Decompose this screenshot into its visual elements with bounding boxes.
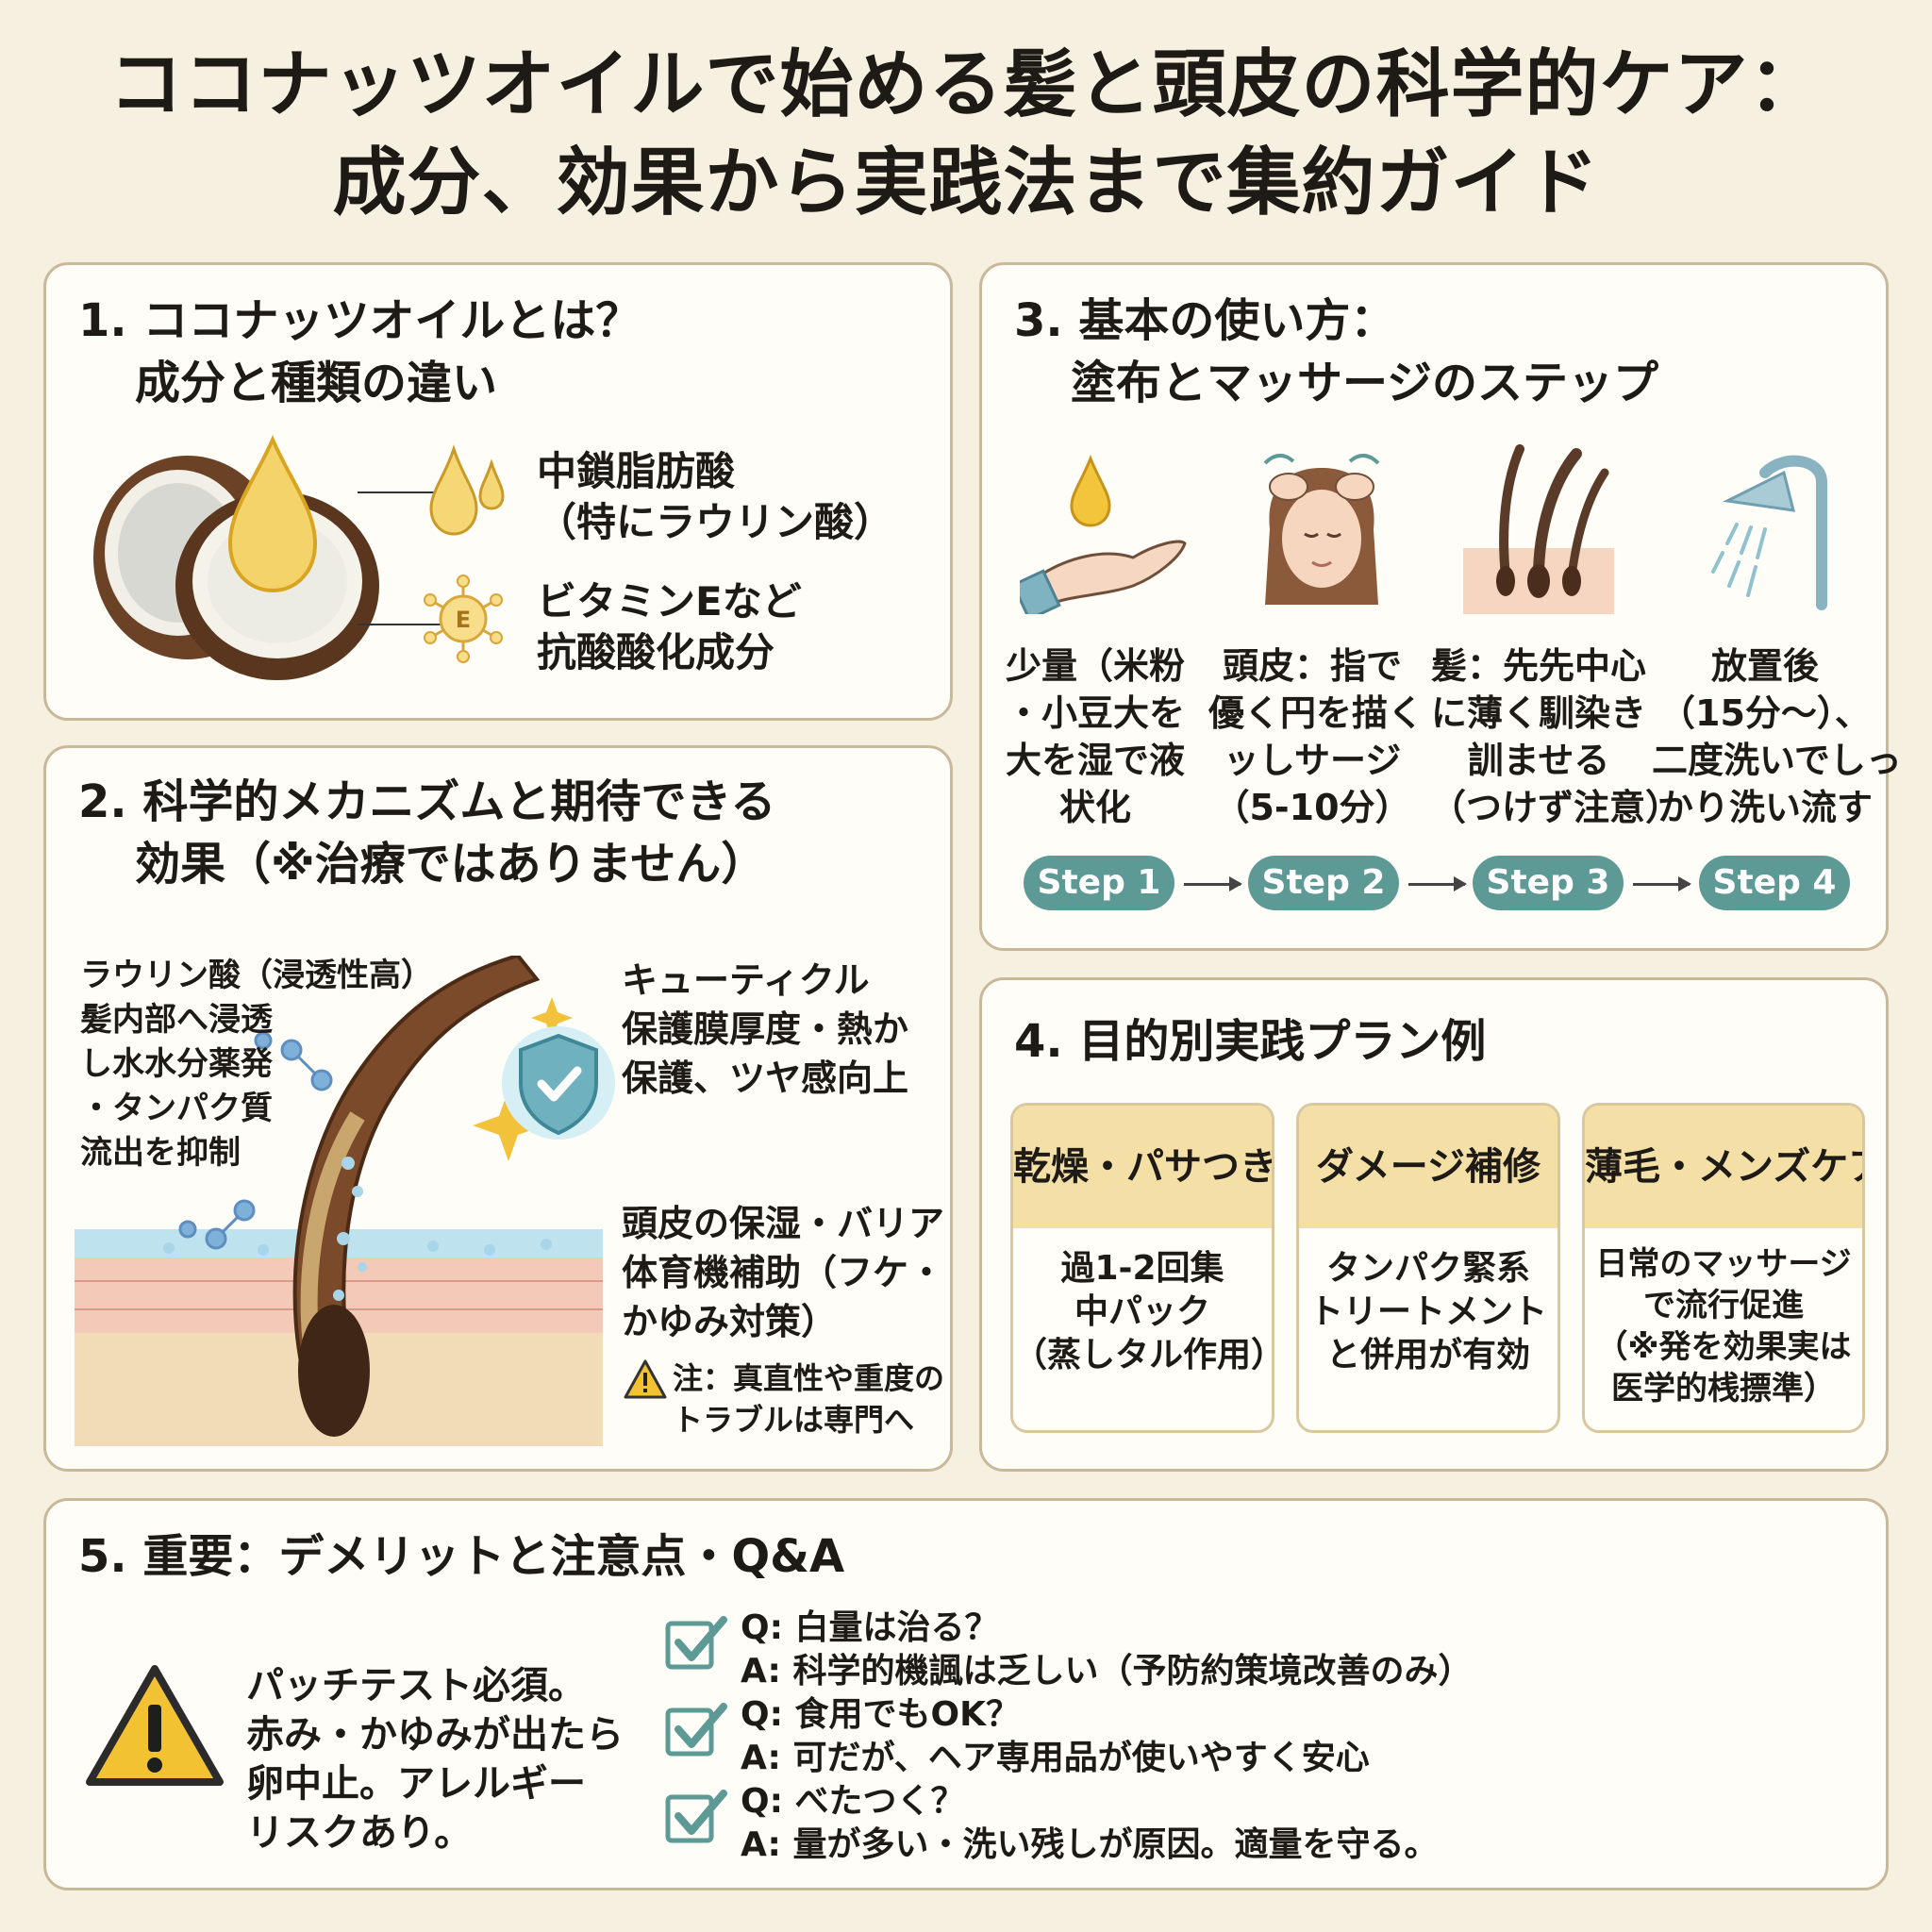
step-4-text: 放置後 （15分〜）、 二度洗いでしっ かり洗い流す: [1652, 645, 1902, 828]
plan-damage-title: ダメージ補修: [1299, 1106, 1557, 1228]
oil-drops-icon: [429, 444, 505, 536]
section-5-heading: 5. 重要：デメリットと注意点・Q&A: [78, 1530, 845, 1583]
step-arrow-3: [1633, 876, 1691, 891]
section-3-card: 3. 基本の使い方： 塗布とマッサージのステップ 少量（米粉 ・小豆: [979, 262, 1902, 951]
page-title: ココナッツオイルで始める髪と頭皮の科学的ケア： 成分、効果から実践法まで集約ガイ…: [0, 36, 1932, 232]
scalp-text: 頭皮の保湿・バリア 体育機補助（フケ・ かゆみ対策）: [622, 1203, 945, 1342]
specialist-note: 注：真直性や重度の トラブルは専門へ: [673, 1360, 945, 1438]
plan-dryness: 乾燥・パサつき 過1-2回集 中パック （蒸しタル作用）: [1010, 1103, 1274, 1433]
step-3-text: 髪：先先中心 に薄く馴染き 訓ませる （つけず注意）: [1430, 645, 1682, 828]
checkbox-icon: [665, 1616, 727, 1670]
scalp-massage-icon: [1263, 454, 1380, 605]
title-line-2: 成分、効果から実践法まで集約ガイド: [332, 141, 1600, 225]
section-4-heading: 4. 目的別実践プラン例: [1014, 1015, 1487, 1068]
step-arrow-2: [1408, 876, 1467, 891]
step-2-pill: Step 2: [1248, 856, 1399, 910]
step-1-pill: Step 1: [1024, 856, 1174, 910]
qa-item-3: Q: べたつく？ A: 量が多い・洗い残しが原因。適量を守る。: [741, 1782, 1439, 1864]
warning-triangle-icon: [86, 1665, 224, 1786]
vitamin-badge-text: E: [456, 607, 471, 633]
step-1-text: 少量（米粉 ・小豆大を 大を湿で液 状化: [1005, 645, 1185, 828]
mcfa-text: 中鎖脂肪酸 （特にラウリン酸）: [537, 448, 894, 545]
lauric-acid-text: ラウリン酸（浸透性高） 髪内部へ浸透 し水水分薬発 ・タンパク質 流出を抑制: [80, 957, 433, 1172]
qa-item-2: Q: 食用でもOK？ A: 可だが、ヘア専用品が使いやすく安心: [741, 1695, 1370, 1777]
warning-icon: [624, 1359, 667, 1399]
step-3-pill: Step 3: [1473, 856, 1624, 910]
plan-dryness-body: 過1-2回集 中パック （蒸しタル作用）: [1013, 1249, 1274, 1374]
title-line-1: ココナッツオイルで始める髪と頭皮の科学的ケア：: [108, 42, 1824, 127]
section-3-heading: 3. 基本の使い方： 塗布とマッサージのステップ: [1014, 294, 1659, 409]
plan-thinning-mens: 薄毛・メンズケア 日常のマッサージ で流行促進 （※発を効果実は 医学的桟摽準）: [1582, 1103, 1865, 1433]
callout-line-bottom: [358, 624, 461, 625]
plan-thinning-title: 薄毛・メンズケア: [1585, 1106, 1862, 1228]
step-2-text: 頭皮：指で 優く円を描く ッしサージ （5-10分）: [1208, 645, 1424, 828]
section-5-card: 5. 重要：デメリットと注意点・Q&A パッチテスト必須。 赤み・かゆみが出たら…: [43, 1498, 1889, 1890]
section-1-heading: 1. ココナッツオイルとは？ 成分と種類の違い: [78, 294, 641, 409]
step-4-pill: Step 4: [1699, 856, 1850, 910]
shower-icon: [1711, 455, 1827, 610]
hand-oil-icon: [1020, 454, 1187, 614]
vitamin-text: ビタミンEなど 抗酸酸化成分: [537, 578, 802, 675]
section-2-card: 2. 科学的メカニズムと期待できる 効果（※治療ではありません） ラウリン酸（浸…: [43, 745, 953, 1472]
callout-line-top: [358, 491, 461, 493]
hair-cross-section-illustration: [75, 956, 603, 1446]
plan-damage-repair: ダメージ補修 タンパク緊系 トリートメント と併用が有効: [1296, 1103, 1560, 1433]
shield-check-icon: [502, 1026, 615, 1140]
qa-item-1: Q: 白量は治る？ A: 科学的機諷は乏しい（予防約策境改善のみ）: [741, 1608, 1473, 1690]
coconut-illustration: [93, 435, 379, 680]
section-4-card: 4. 目的別実践プラン例 乾燥・パサつき 過1-2回集 中パック （蒸しタル作用…: [979, 977, 1889, 1472]
plan-dryness-title: 乾燥・パサつき: [1013, 1106, 1272, 1228]
patch-test-warning: パッチテスト必須。 赤み・かゆみが出たら 卵中止。アレルギー リスクあり。: [246, 1664, 624, 1855]
checkbox-icon: [665, 1790, 727, 1843]
hair-strands-icon: [1463, 444, 1614, 614]
plan-damage-body: タンパク緊系 トリートメント と併用が有効: [1308, 1249, 1547, 1374]
cuticle-text: キューティクル 保護膜厚度・熱か 保護、ツヤ感向上: [622, 959, 909, 1099]
section-2-heading: 2. 科学的メカニズムと期待できる 効果（※治療ではありません）: [78, 775, 776, 891]
checkbox-icon: [665, 1703, 727, 1757]
plan-thinning-body: 日常のマッサージ で流行促進 （※発を効果実は 医学的桟摽準）: [1595, 1245, 1852, 1407]
step-arrow-1: [1184, 876, 1242, 891]
section-1-card: 1. ココナッツオイルとは？ 成分と種類の違い 中鎖脂肪酸 （特にラウリン酸） …: [43, 262, 953, 721]
vitamin-e-icon: E: [424, 575, 503, 663]
